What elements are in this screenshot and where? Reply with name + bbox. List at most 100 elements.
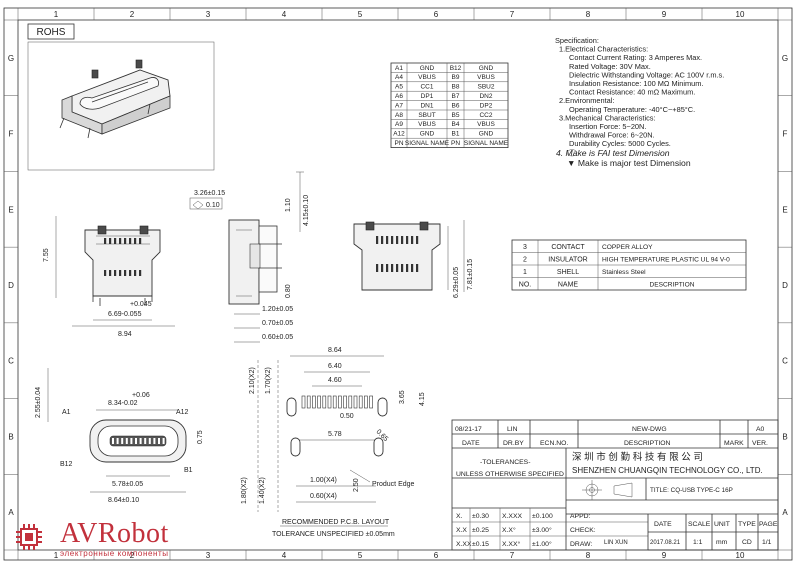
dim-365: 3.65 [399, 390, 406, 404]
pin-cell: DP2 [480, 102, 493, 109]
side-view: 1.10 4.15±0.10 0.80 1.20±0.05 0.70±0.05 … [228, 171, 310, 343]
pin-cell: CC1 [420, 84, 433, 91]
tol-cell: ±0.30 [472, 513, 489, 520]
tb-drby: DR.BY [503, 440, 524, 447]
zone-bottom-2: 2 [130, 551, 135, 560]
material-cell: HIGH TEMPERATURE PLASTIC UL 94 V-0 [602, 257, 730, 264]
pin-a12: A12 [176, 409, 189, 416]
tb-h-scale: SCALE [688, 521, 711, 528]
dim-460: 4.60 [328, 377, 342, 384]
pcb-title: RECOMMENDED P.C.B. LAYOUT [282, 519, 390, 526]
spec-line: Contact Resistance: 40 mΩ Maximum. [569, 88, 695, 97]
material-cell: INSULATOR [548, 257, 587, 264]
zone-bottom-6: 6 [434, 551, 439, 560]
zone-top-3: 3 [206, 10, 211, 19]
product-edge-label: Product Edge [372, 481, 415, 488]
tb-h-page: PAGE [759, 521, 778, 528]
tol-cell: ±3.00° [532, 526, 552, 534]
zone-left-B: B [8, 432, 13, 441]
dim-415a: 4.15±0.10 [303, 195, 310, 226]
pin-cell: B8 [452, 84, 460, 91]
rohs-box: ROHS [27, 23, 75, 40]
spec-line: Rated Voltage: 30V Max. [569, 62, 651, 71]
tol-cell: X.X° [502, 526, 516, 534]
dim-578b: 5.78 [328, 431, 342, 438]
pin-cell: A8 [395, 112, 403, 119]
spec-line: 3.Mechanical Characteristics: [559, 113, 656, 122]
pin-cell: GND [420, 65, 435, 72]
spec-line: Operating Temperature: -40°C~+85°C. [569, 105, 695, 114]
zone-bottom-7: 7 [510, 551, 515, 560]
pin-cell: B12 [450, 65, 462, 72]
dim-p006: +0.06 [132, 392, 150, 399]
tol-cell: DRAW: [570, 541, 592, 548]
tb-company-en: SHENZHEN CHUANGQIN TECHNOLOGY CO., LTD. [572, 466, 763, 475]
zone-top-6: 6 [434, 10, 439, 19]
connector-3d-view [27, 41, 215, 171]
pcb-layout: 8.64 6.40 4.60 2.10(X2) 1.70(X2) 3.65 4.… [241, 347, 426, 538]
tb-tolerances: -TOLERANCES- [480, 459, 530, 466]
material-cell: 1 [523, 269, 527, 276]
dim-070: 0.70±0.05 [262, 320, 293, 327]
tol-cell: ±0.25 [472, 527, 489, 534]
specification-block: Specification:1.Electrical Characteristi… [555, 36, 724, 168]
dim-755: 7.55 [43, 248, 50, 262]
rear-view: 6.29±0.05 7.81±0.15 [353, 220, 474, 298]
rohs-label: ROHS [37, 27, 66, 38]
plug-pins [112, 438, 165, 444]
pin-a1: A1 [62, 409, 71, 416]
zone-bottom-9: 9 [662, 551, 667, 560]
dim-100: 1.00(X4) [310, 477, 337, 484]
zone-left-D: D [8, 281, 14, 290]
zone-bottom-5: 5 [358, 551, 363, 560]
dim-170: 1.70(X2) [265, 367, 272, 394]
tol-cell: ±1.00° [532, 540, 552, 548]
pin-cell: SBUT [418, 112, 435, 119]
zone-bottom-10: 10 [736, 551, 745, 560]
spec-line: Specification: [555, 36, 599, 45]
spec-note-major: ▼ Make is major test Dimension [567, 158, 691, 168]
pin-cell: A6 [395, 93, 403, 100]
pcb-tolerance: TOLERANCE UNSPECIFIED ±0.05mm [272, 531, 395, 538]
tb-h-date: DATE [654, 521, 672, 528]
dim-140: 1.40(X2) [259, 477, 266, 504]
pin-cell: PN [394, 140, 403, 147]
dim-075: 0.75 [197, 430, 204, 444]
material-cell: NAME [558, 282, 579, 289]
spec-line: Contact Current Rating: 3 Amperes Max. [569, 53, 702, 62]
tb-title: TITLE: CQ-USB TYPE-C 16P [650, 487, 733, 494]
dim-120: 1.20±0.05 [262, 306, 293, 313]
zone-top-10: 10 [736, 10, 745, 19]
dim-781: 7.81±0.15 [467, 259, 474, 290]
pin-b1: B1 [184, 467, 193, 474]
dim-255: 2.55±0.04 [35, 387, 42, 418]
material-cell: NO. [519, 282, 532, 289]
pin-cell: SIGNAL NAME [464, 140, 509, 147]
tb-description: DESCRIPTION [624, 440, 671, 447]
material-cell: Stainless Steel [602, 269, 646, 276]
pin-cell: A12 [393, 131, 405, 138]
pin-cell: A7 [395, 102, 403, 109]
pcb-pads [301, 395, 373, 409]
material-cell: CONTACT [551, 244, 585, 251]
tb-v-scale: 1:1 [693, 539, 703, 546]
tb-date: DATE [462, 440, 480, 447]
zone-bottom-8: 8 [586, 551, 591, 560]
plug-front-view: 2.55±0.04 +0.06 8.34-0.02 A1 A12 0.75 B1… [35, 368, 204, 504]
material-cell: DESCRIPTION [649, 282, 694, 289]
material-cell: SHELL [557, 269, 579, 276]
zone-top-2: 2 [130, 10, 135, 19]
tb-h-type: TYPE [738, 521, 756, 528]
tol-cell: X.X [456, 527, 467, 534]
dim-110: 1.10 [285, 198, 292, 212]
tb-ecn: ECN.NO. [540, 440, 568, 447]
pin-cell: GND [479, 131, 494, 138]
zone-right-D: D [782, 281, 788, 290]
spec-note-fai: 4. Make is FAI test Dimension [556, 148, 670, 158]
zone-bottom-3: 3 [206, 551, 211, 560]
pin-cell: B5 [452, 112, 460, 119]
zone-right-F: F [783, 130, 788, 139]
